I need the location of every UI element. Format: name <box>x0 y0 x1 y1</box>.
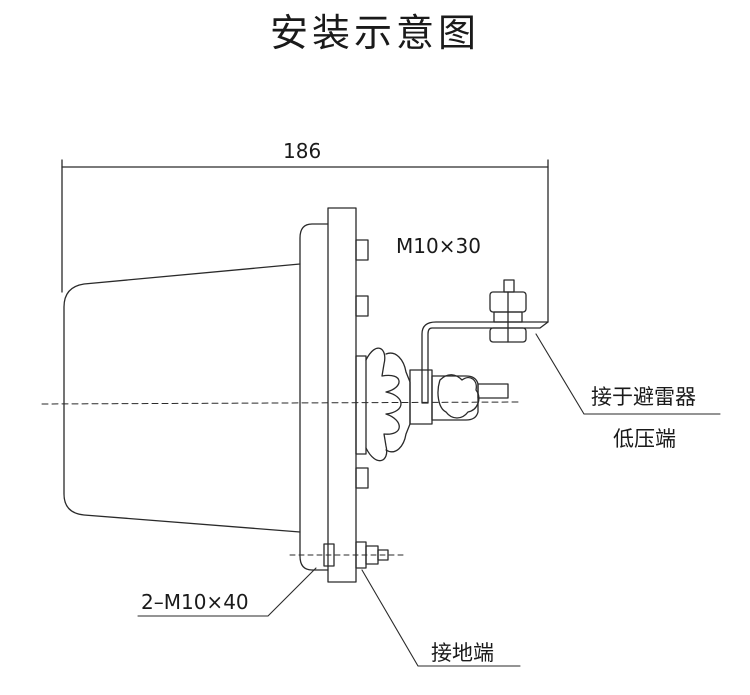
bottom-bolts <box>289 541 407 569</box>
top-bolt <box>489 279 527 343</box>
ground-terminal-label: 接地端 <box>431 641 494 665</box>
housing-flange <box>299 223 329 571</box>
low-voltage-terminal-label: 低压端 <box>613 427 676 451</box>
arrester-connection-label: 接于避雷器 <box>591 385 696 409</box>
bottom-bolt-label: 2–M10×40 <box>141 590 249 614</box>
mounting-bracket <box>421 321 549 404</box>
plate-bolts <box>355 239 369 489</box>
width-dimension <box>61 159 549 323</box>
housing-body <box>63 263 301 533</box>
leader-lines <box>137 333 721 667</box>
top-bolt-label: M10×30 <box>396 234 481 258</box>
center-line <box>41 401 521 405</box>
page-title: 安装示意图 <box>269 11 480 55</box>
width-dimension-label: 186 <box>283 139 322 163</box>
bushing-insulator <box>355 347 509 462</box>
mounting-plate <box>327 207 357 583</box>
